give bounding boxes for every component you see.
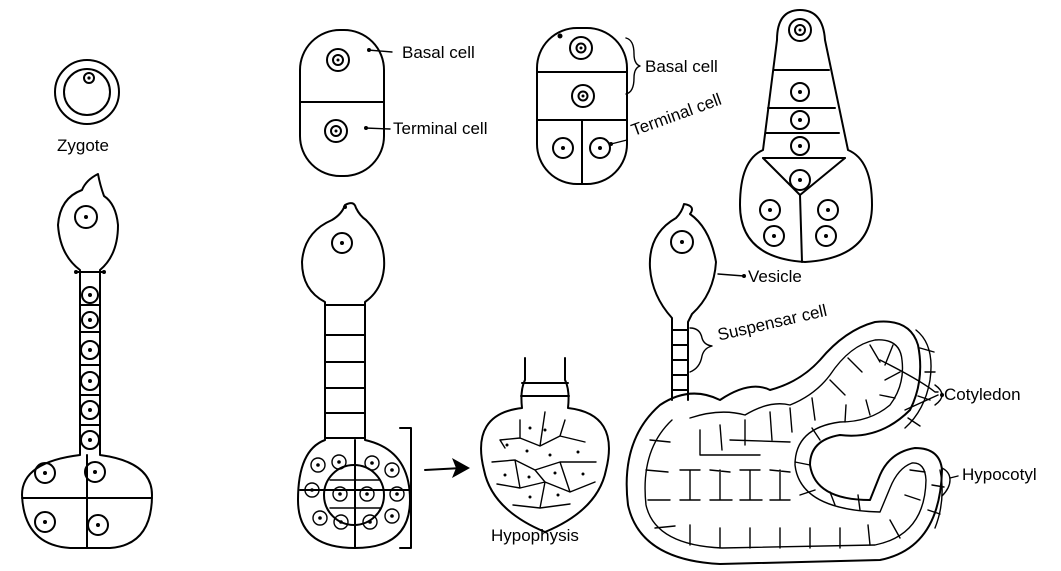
octant-proembryo-figure xyxy=(740,10,872,262)
hypophysis-figure xyxy=(481,358,609,532)
arrow-icon xyxy=(425,458,470,478)
globular-embryo-figure xyxy=(298,203,411,548)
two-cell-proembryo-figure xyxy=(300,30,392,176)
basal-cell-label-2: Basal cell xyxy=(645,58,718,75)
hypocotyl-label: Hypocotyl xyxy=(962,466,1037,483)
terminal-cell-label-1: Terminal cell xyxy=(393,120,487,137)
zygote-label: Zygote xyxy=(57,137,109,154)
zygote-figure xyxy=(55,60,119,124)
basal-cell-label-1: Basal cell xyxy=(402,44,475,61)
hypophysis-label: Hypophysis xyxy=(491,527,579,544)
filamentous-proembryo-figure xyxy=(22,174,152,548)
cotyledon-label: Cotyledon xyxy=(944,386,1021,403)
mature-embryo-figure xyxy=(627,204,944,564)
vesicle-label: Vesicle xyxy=(748,268,802,285)
four-cell-proembryo-figure xyxy=(537,28,640,184)
